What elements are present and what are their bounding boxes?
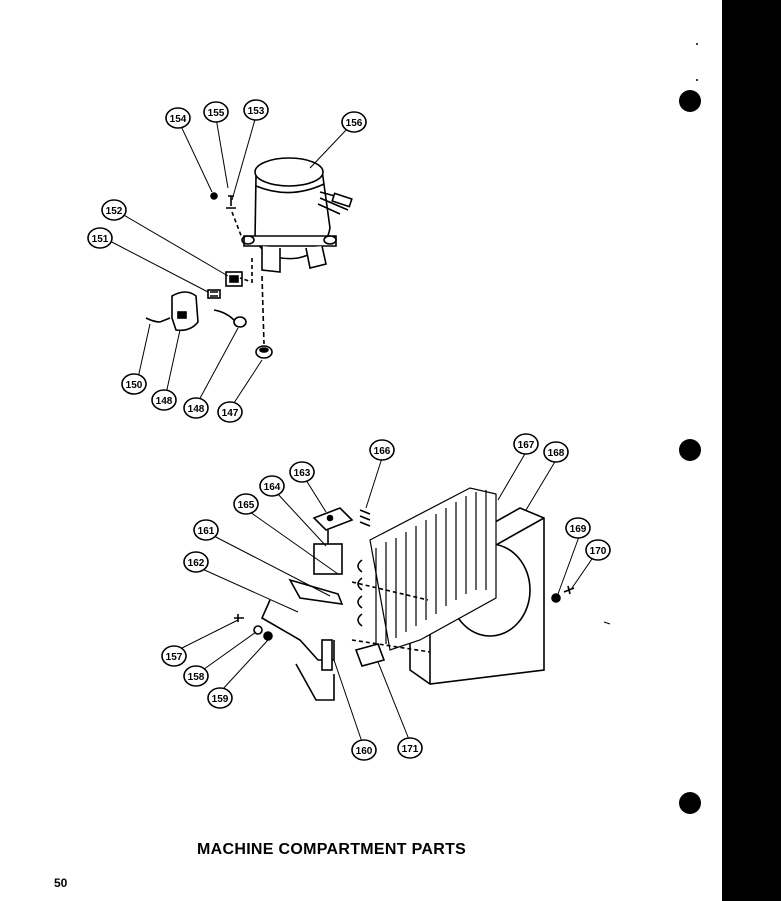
callout-label: 160 <box>356 746 373 757</box>
screw-157 <box>234 614 244 622</box>
relay-clip <box>207 289 221 299</box>
callout-label: 170 <box>590 546 607 557</box>
callout-label: 157 <box>166 652 183 663</box>
callout-152: 152 <box>101 199 127 221</box>
callout-label: 152 <box>106 206 123 217</box>
callout-164: 164 <box>259 475 285 497</box>
callout-label: 163 <box>294 468 311 479</box>
callout-label: 148 <box>188 404 205 415</box>
condenser-tubes <box>357 559 363 627</box>
callout-167: 167 <box>513 433 539 455</box>
callout-170: 170 <box>585 539 611 561</box>
callout-label: 159 <box>212 694 229 705</box>
callout-154: 154 <box>165 107 191 129</box>
compressor-assembly <box>145 157 353 359</box>
callout-label: 168 <box>548 448 565 459</box>
wire-clip <box>145 317 171 323</box>
compressor-top <box>254 157 324 187</box>
callout-160: 160 <box>351 739 377 761</box>
callout-label: 150 <box>126 380 143 391</box>
callout-147: 147 <box>217 401 243 423</box>
condenser-assembly <box>234 487 575 701</box>
callout-label: 154 <box>170 114 187 125</box>
punch-hole-middle <box>679 439 701 461</box>
callout-158: 158 <box>183 665 209 687</box>
callout-label: 155 <box>208 108 225 119</box>
callout-label: 161 <box>198 526 215 537</box>
callout-148-overload: 148 <box>151 389 177 411</box>
callout-148-grommet: 148 <box>183 397 209 419</box>
callout-label: 165 <box>238 500 255 511</box>
overload-cover <box>171 291 199 332</box>
callout-171: 171 <box>397 737 423 759</box>
callout-153: 153 <box>243 99 269 121</box>
grommet <box>233 316 247 328</box>
callout-label: 162 <box>188 558 205 569</box>
fan-clip <box>359 509 371 527</box>
callout-156: 156 <box>341 111 367 133</box>
condenser-fins <box>369 487 497 651</box>
callout-162: 162 <box>183 551 209 573</box>
callout-165: 165 <box>233 493 259 515</box>
mount-bracket <box>354 643 386 667</box>
callout-168: 168 <box>543 441 569 463</box>
callout-label: 153 <box>248 106 265 117</box>
callout-159: 159 <box>207 687 233 709</box>
screw-169 <box>551 593 561 603</box>
callout-166: 166 <box>369 439 395 461</box>
punch-hole-bottom <box>679 792 701 814</box>
punch-hole-top <box>679 90 701 112</box>
callout-balloons: 154 155 153 156 152 151 150 148 148 147 … <box>87 99 611 761</box>
callout-157: 157 <box>161 645 187 667</box>
callout-155: 155 <box>203 101 229 123</box>
callout-label: 167 <box>518 440 535 451</box>
figure-caption: MACHINE COMPARTMENT PARTS <box>197 841 467 858</box>
capillary-tube <box>260 599 335 701</box>
callout-label: 151 <box>92 234 109 245</box>
callout-label: 148 <box>156 396 173 407</box>
screw <box>226 195 236 209</box>
callout-label: 156 <box>346 118 363 129</box>
screw-170 <box>563 585 575 595</box>
fan-motor <box>313 543 343 575</box>
callout-label: 166 <box>374 446 391 457</box>
compressor-base <box>243 235 337 247</box>
nut-159 <box>263 631 273 641</box>
binding-edge-bar <box>722 0 781 901</box>
callout-169: 169 <box>565 517 591 539</box>
drier-tube <box>288 578 344 605</box>
callout-163: 163 <box>289 461 315 483</box>
callout-label: 169 <box>570 524 587 535</box>
callout-label: 147 <box>222 408 239 419</box>
callout-label: 158 <box>188 672 205 683</box>
callout-150: 150 <box>121 373 147 395</box>
callout-label: 164 <box>264 482 281 493</box>
leader-lines <box>107 115 595 743</box>
callout-161: 161 <box>193 519 219 541</box>
washer <box>210 192 218 200</box>
callout-151: 151 <box>87 227 113 249</box>
callout-label: 171 <box>402 744 419 755</box>
page-number: 50 <box>54 876 68 890</box>
